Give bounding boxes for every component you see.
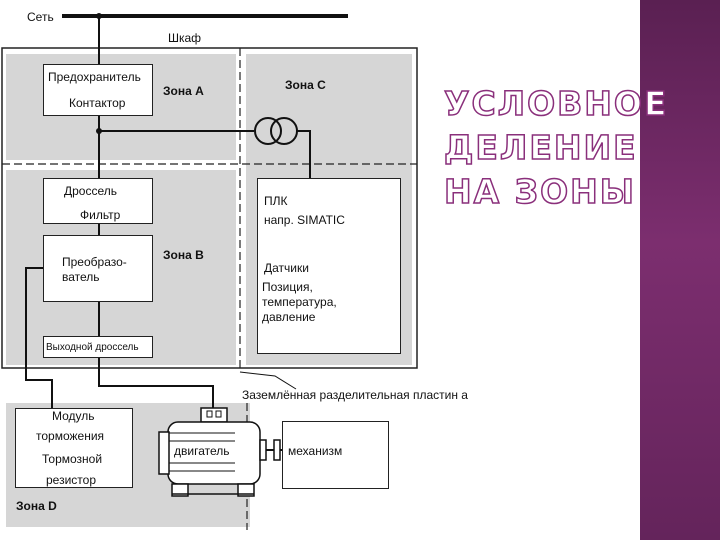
slide-title-line3: НА ЗОНЫ xyxy=(443,171,636,212)
output-choke-box xyxy=(43,336,153,358)
converter-label-line2: ватель xyxy=(62,270,100,284)
sensors-detail-line1: Позиция, xyxy=(262,280,313,294)
ground-plate-label: Заземлённая разделительная пластин а xyxy=(242,388,468,402)
plc-label-line2: напр. SIMATIC xyxy=(264,213,345,227)
sensors-detail-line3: давление xyxy=(262,310,316,324)
choke-label: Дроссель xyxy=(64,184,118,198)
slide-title-line2: ДЕЛЕНИЕ xyxy=(443,127,638,168)
converter-label-line1: Преобразо- xyxy=(62,255,127,269)
zone-b-label: Зона В xyxy=(163,248,204,262)
brake-box xyxy=(15,408,133,488)
slide-title: УСЛОВНОЕ ДЕЛЕНИЕ НА ЗОНЫ xyxy=(443,82,720,214)
plc-label-line1: ПЛК xyxy=(264,194,288,208)
motor-label: двигатель xyxy=(174,444,230,458)
cabinet-label: Шкаф xyxy=(168,31,202,45)
brake-module-line2: торможения xyxy=(36,429,105,443)
network-label: Сеть xyxy=(27,10,54,24)
contactor-label: Контактор xyxy=(69,96,126,110)
converter-box xyxy=(43,235,153,302)
zone-c-label: Зона С xyxy=(285,78,326,92)
choke-filter-box xyxy=(43,178,153,224)
filter-label: Фильтр xyxy=(80,208,121,222)
fuse-label: Предохранитель xyxy=(48,70,141,84)
zone-d-label: Зона D xyxy=(16,499,57,513)
zone-a-label: Зона А xyxy=(163,84,204,98)
mechanism-box xyxy=(282,421,389,489)
mechanism-label: механизм xyxy=(288,444,343,458)
sensors-detail-line2: температура, xyxy=(262,295,337,309)
output-choke-label: Выходной дроссель xyxy=(46,342,139,353)
side-accent-panel xyxy=(640,0,720,540)
slide-title-line1: УСЛОВНОЕ xyxy=(443,83,669,124)
sensors-label: Датчики xyxy=(264,261,309,275)
cabinet-outline xyxy=(1,47,418,369)
fuse-contactor-box xyxy=(43,64,153,116)
brake-module-line1: Модуль xyxy=(52,409,95,423)
brake-resistor-line1: Тормозной xyxy=(42,452,103,466)
motor-icon xyxy=(158,407,282,497)
plc-box xyxy=(257,178,401,354)
brake-resistor-line2: резистор xyxy=(46,473,96,487)
